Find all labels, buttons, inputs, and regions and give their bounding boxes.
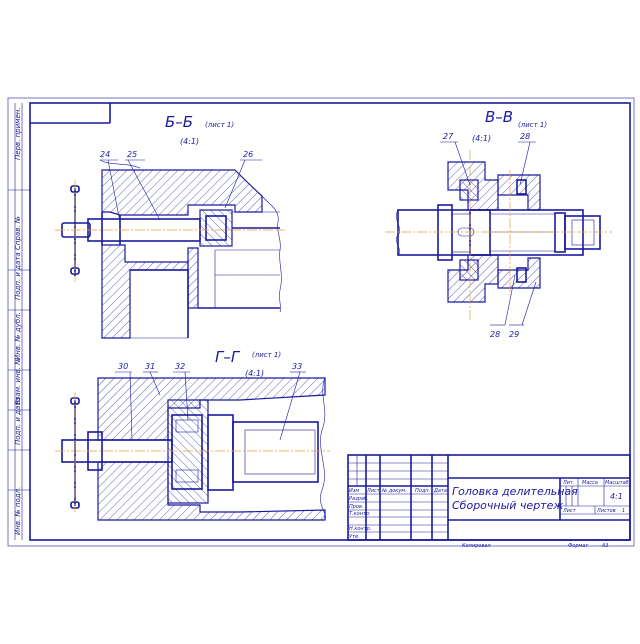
tb-col-doc: № докум. — [381, 488, 407, 494]
footer-format: Формат — [568, 543, 589, 549]
section-bb-scale: (4:1) — [180, 137, 199, 146]
callout-24: 24 — [100, 150, 110, 159]
strip-label-7: Инв. № подл. — [14, 487, 22, 535]
callout-33: 33 — [292, 362, 302, 371]
callout-28-bottom: 28 — [490, 330, 500, 339]
strip-label-4: Инв. № дубл. — [14, 312, 22, 360]
section-gg-sheet: (лист 1) — [252, 351, 281, 359]
tb-name-line1: Головка делительная — [452, 485, 578, 498]
section-gg-title: Г–Г — [215, 348, 241, 366]
section-vv: В–В (лист 1) (4:1) — [385, 108, 612, 339]
strip-label-3: Подп. и дата — [14, 252, 22, 300]
tb-col-izm: Изм — [349, 488, 359, 494]
outer-frame — [7, 97, 635, 547]
strip-label-1: Перв. примен. — [14, 107, 22, 160]
title-block: Изм Лист № докум. Подп. Дата Разраб. Про… — [347, 454, 631, 541]
section-bb: Б–Б (лист 1) (4:1) — [55, 113, 285, 339]
tb-row-utv: Утв. — [349, 534, 360, 540]
callout-30: 30 — [118, 362, 128, 371]
section-vv-sheet: (лист 1) — [518, 121, 547, 129]
section-gg-scale: (4:1) — [245, 369, 264, 378]
callout-32: 32 — [175, 362, 185, 371]
tb-row-tkontr: Т.контр. — [349, 511, 371, 517]
footer-format-value: А3 — [601, 543, 609, 549]
callout-26: 26 — [243, 150, 253, 159]
callout-28-top: 28 — [520, 132, 530, 141]
tb-row-razrab: Разраб. — [349, 496, 369, 502]
inner-frame — [29, 102, 631, 541]
tb-row-nkontr: Н.контр. — [349, 526, 371, 532]
strip-label-5: Взам. инв. № — [14, 357, 22, 405]
callout-27: 27 — [443, 132, 454, 141]
strip-label-2: Справ. № — [14, 216, 22, 250]
tb-masshtab: Масштаб — [605, 480, 629, 486]
side-strip: Перв. примен. Справ. № Подп. и дата Инв.… — [8, 103, 30, 540]
callout-31: 31 — [145, 362, 155, 371]
tb-name-line2: Сборочный чертеж — [452, 499, 563, 512]
tb-lit: Лит. — [562, 480, 575, 486]
section-gg: Г–Г (лист 1) (4:1) 30 31 — [55, 348, 330, 521]
callout-29: 29 — [509, 330, 519, 339]
tb-list: Лист — [562, 508, 577, 514]
tb-col-podp: Подп. — [415, 488, 430, 494]
tb-listov-value: 1 — [622, 508, 625, 514]
callout-25: 25 — [127, 150, 137, 159]
strip-label-6: Подп. и дата — [14, 397, 22, 445]
section-vv-title: В–В — [485, 108, 513, 126]
tb-col-list: Лист — [366, 488, 381, 494]
tb-massa: Масса — [582, 480, 598, 486]
section-bb-sheet: (лист 1) — [205, 121, 234, 129]
bb-housing — [101, 169, 263, 216]
gg-housing — [97, 377, 326, 441]
tb-col-data: Дата — [433, 488, 447, 494]
section-vv-scale: (4:1) — [472, 134, 491, 143]
section-bb-title: Б–Б — [165, 113, 193, 131]
footer-copied: Копировал — [462, 543, 491, 549]
tb-listov: Листов — [596, 508, 616, 514]
tb-row-prov: Пров. — [349, 504, 364, 510]
tb-scale-value: 4:1 — [610, 492, 623, 501]
